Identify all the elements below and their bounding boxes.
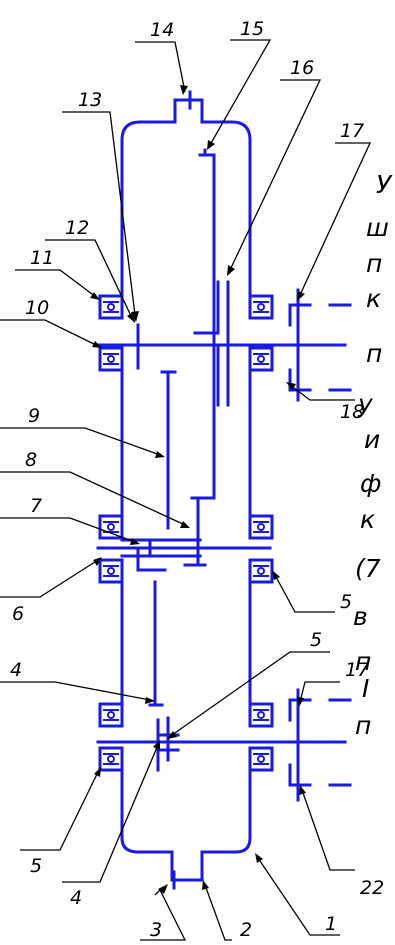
callout-19: 17	[340, 120, 364, 142]
gear-7	[148, 580, 164, 707]
callout-15: 13	[78, 89, 102, 111]
bearing-upper-right-bottom	[248, 346, 274, 372]
callout-5-lower: 5	[30, 855, 42, 877]
side-text-line-10: (7	[355, 554, 381, 583]
callout-21: 17	[345, 659, 369, 681]
side-text-line-1: У	[376, 170, 393, 199]
couplings	[288, 288, 352, 802]
side-text-line-12: п	[355, 647, 371, 676]
bearing-upper-left-top	[98, 294, 124, 320]
side-text-line-5: п	[366, 339, 382, 368]
side-text-line-11: в	[353, 602, 368, 631]
bearing-middle-left-top	[98, 514, 124, 540]
gear-6	[156, 716, 180, 762]
callout-13: 11	[30, 247, 54, 269]
gear-17	[198, 148, 216, 500]
callout-22: 22	[360, 877, 384, 899]
bearing-lower-left-top	[98, 702, 124, 728]
callout-12: 10	[25, 297, 49, 319]
side-text-line-4: к	[366, 284, 381, 313]
callout-labels: 14 15 16 13 17 12 11 10 18 9 8 7 6 5 5 4…	[10, 18, 384, 941]
callout-6: 5	[310, 629, 322, 651]
callout-7: 4	[10, 659, 22, 681]
gearbox-housing	[120, 90, 252, 890]
gear-18	[193, 280, 230, 407]
side-text-line-13: I	[362, 674, 369, 703]
bearing-upper-left-bottom	[98, 346, 124, 372]
side-text-line-14: п	[355, 711, 371, 740]
callout-18: 16	[290, 57, 314, 79]
bearing-lower-right-bottom	[248, 746, 274, 772]
leader-lines	[0, 39, 372, 941]
bearing-lower-left-bottom	[98, 746, 124, 772]
callout-4: 4	[70, 887, 82, 909]
bearing-middle-left-bottom	[98, 558, 124, 584]
bearing-lower-right-top	[248, 702, 274, 728]
callout-8: 6	[12, 603, 24, 625]
callout-11: 9	[28, 405, 40, 427]
gear-10	[183, 496, 207, 567]
callout-9: 7	[30, 495, 42, 517]
gears	[106, 148, 230, 772]
side-text-line-3: п	[366, 249, 382, 278]
callout-1: 1	[325, 913, 337, 935]
callout-17: 15	[240, 18, 264, 40]
callout-2: 2	[240, 919, 252, 941]
bearing-middle-right-top	[248, 514, 274, 540]
callout-16: 14	[150, 19, 174, 41]
callout-14: 12	[65, 217, 89, 239]
gear-cluster-9	[120, 538, 202, 572]
side-text-line-7: и	[364, 425, 380, 454]
side-text-fragments: У ш п к п у и ф к (7 в п I п	[353, 170, 393, 740]
bearings	[98, 294, 274, 772]
bearing-upper-right-top	[248, 294, 274, 320]
callout-3: 3	[150, 919, 162, 941]
side-text-line-8: ф	[360, 469, 381, 498]
bearing-middle-right-bottom	[248, 558, 274, 584]
gear-11	[160, 370, 177, 530]
callout-10: 8	[25, 449, 37, 471]
coupling-19	[288, 303, 312, 392]
callout-5-middle: 5	[340, 591, 352, 613]
callout-20: 18	[340, 401, 364, 423]
side-text-line-9: к	[360, 505, 375, 534]
side-text-line-2: ш	[366, 213, 389, 242]
side-text-line-6: у	[357, 389, 374, 418]
